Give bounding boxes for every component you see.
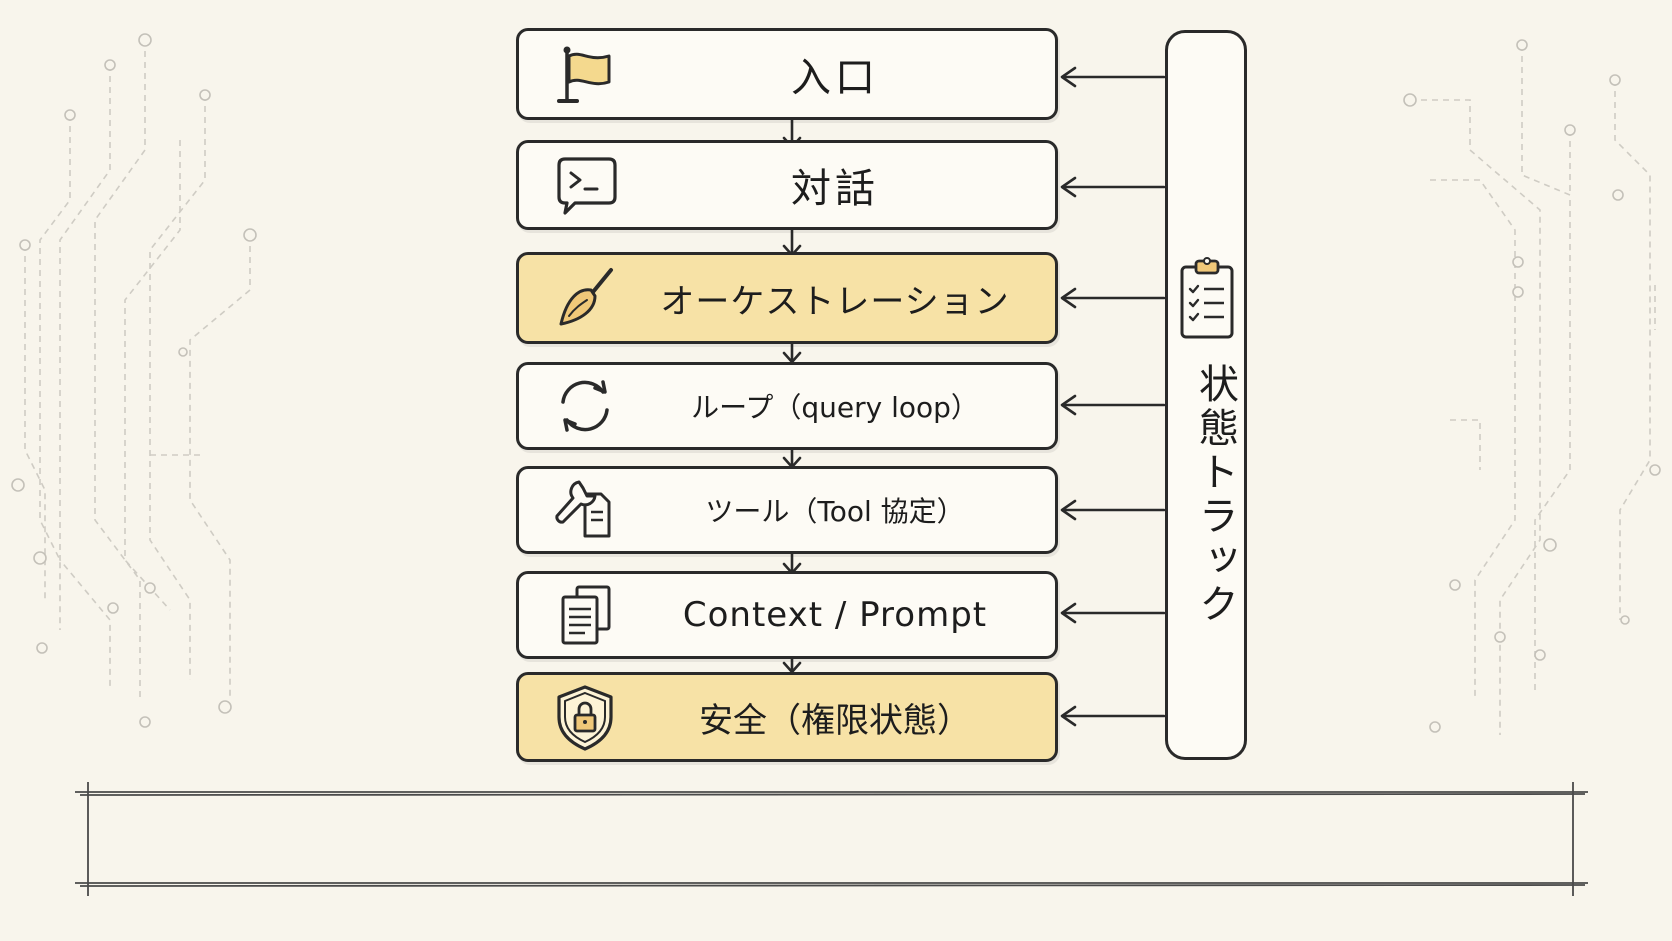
layer-loop-label: ループ（query loop） (691, 391, 979, 424)
state-track-label: 状態トラック (1192, 363, 1238, 627)
layer-dialogue-label: 対話 (791, 166, 879, 212)
terminal-chat-icon (557, 157, 617, 215)
layer-tools-label: ツール（Tool 協定） (705, 495, 965, 528)
layer-tools[interactable]: ツール（Tool 協定） (516, 466, 1058, 554)
state-track[interactable]: 状態トラック (1165, 30, 1247, 760)
layer-context-label: Context / Prompt (682, 595, 988, 635)
circuit-nodes-left (11, 33, 257, 728)
layer-loop[interactable]: ループ（query loop） (516, 362, 1058, 450)
footer-band (75, 782, 1588, 896)
layer-safety-label: 安全（権限状態） (699, 700, 971, 741)
layer-entry-label: 入口 (791, 55, 879, 101)
layer-orchestration[interactable]: オーケストレーション (516, 252, 1058, 344)
layer-orchestration-label: オーケストレーション (660, 281, 1010, 322)
flag-icon (557, 46, 611, 103)
wrench-document-icon (555, 480, 611, 538)
lock-shield-icon (557, 685, 613, 751)
circuit-traces-left (24, 40, 251, 700)
state-track-arrows (1060, 66, 1166, 727)
layer-dialogue[interactable]: 対話 (516, 140, 1058, 230)
refresh-cycle-icon (561, 380, 609, 432)
circuit-traces-right (1410, 45, 1656, 735)
layer-entry[interactable]: 入口 (516, 28, 1058, 120)
layer-context[interactable]: Context / Prompt (516, 571, 1058, 659)
trowel-icon (559, 268, 613, 326)
layer-safety[interactable]: 安全（権限状態） (516, 672, 1058, 762)
documents-icon (561, 585, 611, 645)
clipboard-checklist-icon (1180, 257, 1234, 339)
circuit-nodes-right (1403, 39, 1661, 733)
